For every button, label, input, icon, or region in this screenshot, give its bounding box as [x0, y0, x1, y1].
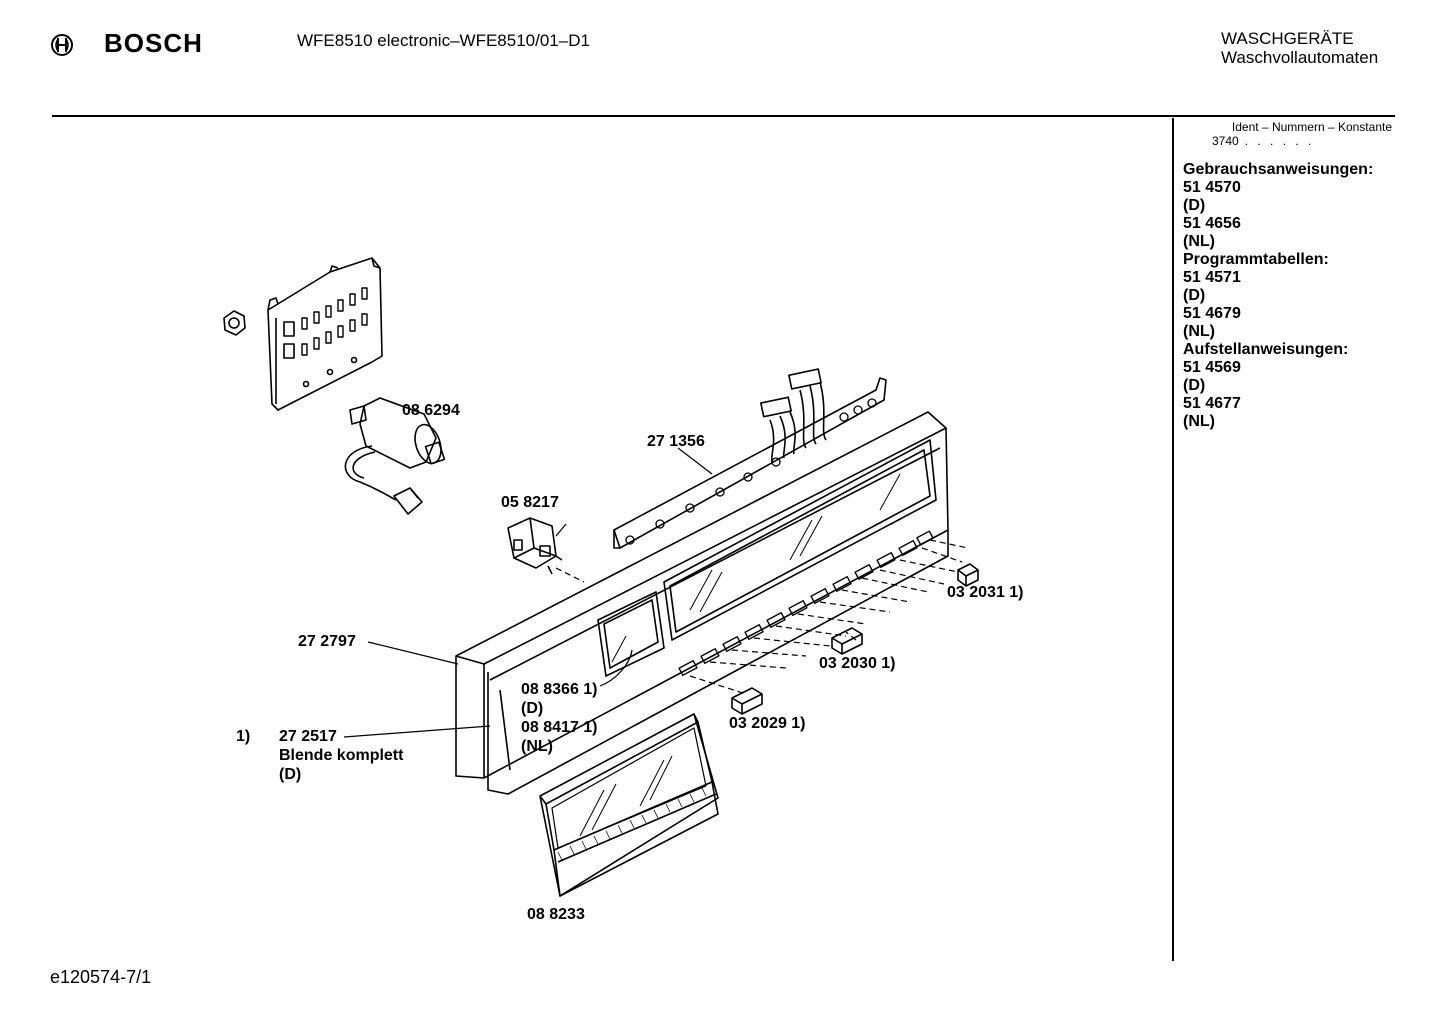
label-part-032030: 03 2030 1) [819, 655, 896, 672]
control-board-part [613, 368, 887, 549]
ref-lang: (D) [1183, 287, 1206, 304]
ref-heading-aufstell: Aufstellanweisungen: [1183, 341, 1349, 358]
header-rule [52, 115, 1395, 117]
door-flap-part [539, 713, 719, 897]
label-part-086294: 08 6294 [402, 402, 460, 419]
label-part-083366: 08 8366 1) (D) 08 8417 1) (NL) [521, 680, 598, 756]
reference-list: Gebrauchsanweisungen: 51 4570 (D) 51 465… [1183, 161, 1373, 431]
ref-number: 51 4571 [1183, 269, 1241, 286]
document-code: e120574-7/1 [50, 967, 152, 987]
capacitor-part [344, 397, 446, 515]
hex-nut-part [223, 310, 246, 336]
ref-number: 51 4656 [1183, 215, 1241, 232]
label-part-272797: 27 2797 [298, 633, 356, 650]
label-part-088233: 08 8233 [527, 906, 585, 923]
label-blende-note: (D) [279, 766, 302, 783]
model-title: WFE8510 electronic–WFE8510/01–D1 [297, 31, 590, 50]
ref-number: 51 4570 [1183, 179, 1241, 196]
front-panel-part [455, 411, 949, 795]
category-block: WASCHGERÄTE Waschvollautomaten [1221, 29, 1378, 67]
ref-number: 51 4677 [1183, 395, 1241, 412]
constant-row: 3740 . . . . . . [1212, 134, 1314, 148]
button-cap-032029 [731, 687, 763, 715]
label-part-084417-number: 08 8417 1) [521, 719, 598, 736]
ident-label: Ident – Nummern – Konstante [1231, 120, 1392, 134]
ref-lang: (D) [1183, 377, 1206, 394]
category-line-1: WASCHGERÄTE [1221, 29, 1354, 48]
label-part-272517: 27 2517 Blende komplett (D) [279, 727, 403, 784]
constant-value: 3740 [1212, 134, 1239, 148]
label-part-058217: 05 8217 [501, 494, 559, 511]
label-part-271356: 27 1356 [647, 433, 705, 450]
label-blende-komplett: Blende komplett [279, 747, 404, 764]
button-cap-032031 [957, 563, 979, 587]
label-part-083366-note: (D) [521, 700, 544, 717]
ref-heading-gebrauch: Gebrauchsanweisungen: [1183, 161, 1374, 178]
bosch-logo-icon [51, 34, 73, 56]
label-part-032031: 03 2031 1) [947, 584, 1024, 601]
ref-heading-programm: Programmtabellen: [1183, 251, 1329, 268]
constant-dots: . . . . . . [1244, 134, 1315, 148]
brand-name: BOSCH [104, 28, 203, 58]
footnote-marker: 1) [236, 728, 251, 745]
ref-lang: (NL) [1183, 413, 1215, 430]
ref-number: 51 4679 [1183, 305, 1241, 322]
label-part-084417-note: (NL) [521, 738, 553, 755]
leader-lines [343, 447, 713, 738]
category-line-2: Waschvollautomaten [1221, 48, 1379, 67]
label-part-083366-number: 08 8366 1) [521, 681, 598, 698]
switch-part [507, 517, 563, 575]
button-cap-032030 [831, 627, 863, 655]
circuit-board-part [267, 257, 383, 411]
ref-lang: (NL) [1183, 233, 1215, 250]
label-part-032029: 03 2029 1) [729, 715, 806, 732]
ref-lang: (NL) [1183, 323, 1215, 340]
sidebar-rule [1172, 118, 1174, 961]
ref-number: 51 4569 [1183, 359, 1241, 376]
ref-lang: (D) [1183, 197, 1206, 214]
label-part-272517-number: 27 2517 [279, 728, 337, 745]
